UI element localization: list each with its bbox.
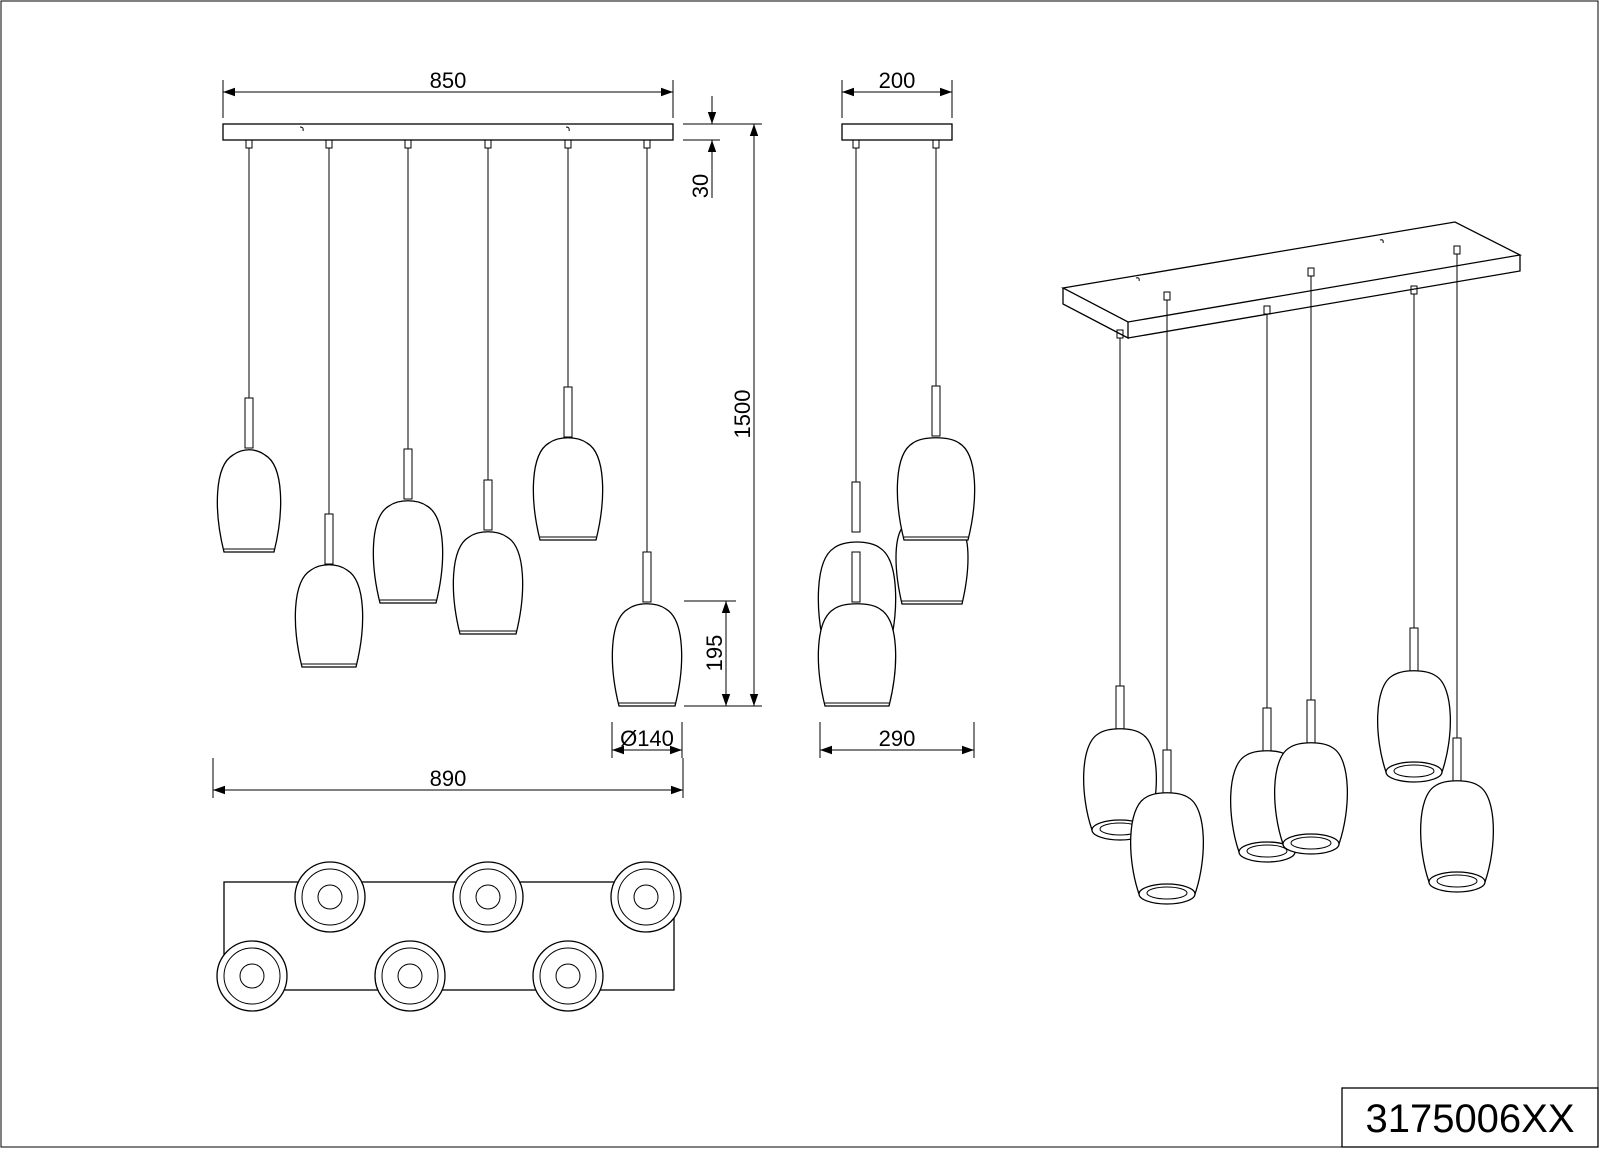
front-pendant: [611, 139, 683, 707]
front-canopy: [222, 123, 674, 141]
front-pendant: [372, 139, 444, 604]
front-pendant: [452, 139, 524, 635]
side-canopy: [841, 123, 953, 141]
iso-pendant: [1419, 245, 1495, 893]
front-pendant: [294, 139, 364, 668]
front-pendant: [216, 139, 282, 553]
top-view: [216, 861, 682, 1012]
iso-pendant: [1273, 267, 1349, 855]
top-shade: [452, 861, 524, 933]
dim-canopy-length: 850: [430, 68, 467, 93]
isometric-view: [1060, 221, 1523, 905]
top-shade: [532, 940, 604, 1012]
iso-pendant: [1376, 285, 1452, 783]
iso-pendant: [1129, 291, 1205, 905]
top-shade: [216, 940, 288, 1012]
front-view: 850 30 1500 195 Ø140 890: [212, 68, 762, 798]
dim-total-height: 1500: [730, 390, 755, 439]
dim-canopy-height: 30: [688, 174, 713, 198]
dim-total-width: 890: [430, 766, 467, 791]
top-shade: [294, 861, 366, 933]
top-canopy-outline: [223, 881, 675, 991]
iso-pendant: [1082, 329, 1158, 841]
dim-shade-height: 195: [702, 635, 727, 672]
side-view: 200 290: [817, 68, 976, 758]
dim-total-depth: 290: [879, 726, 916, 751]
front-pendant: [532, 139, 604, 541]
dim-shade-diameter: Ø140: [620, 726, 674, 751]
dim-canopy-width: 200: [879, 68, 916, 93]
model-number-box: 3175006XX: [1341, 1087, 1599, 1148]
model-number: 3175006XX: [1365, 1097, 1574, 1141]
top-shade: [610, 861, 682, 933]
top-shade: [374, 940, 446, 1012]
